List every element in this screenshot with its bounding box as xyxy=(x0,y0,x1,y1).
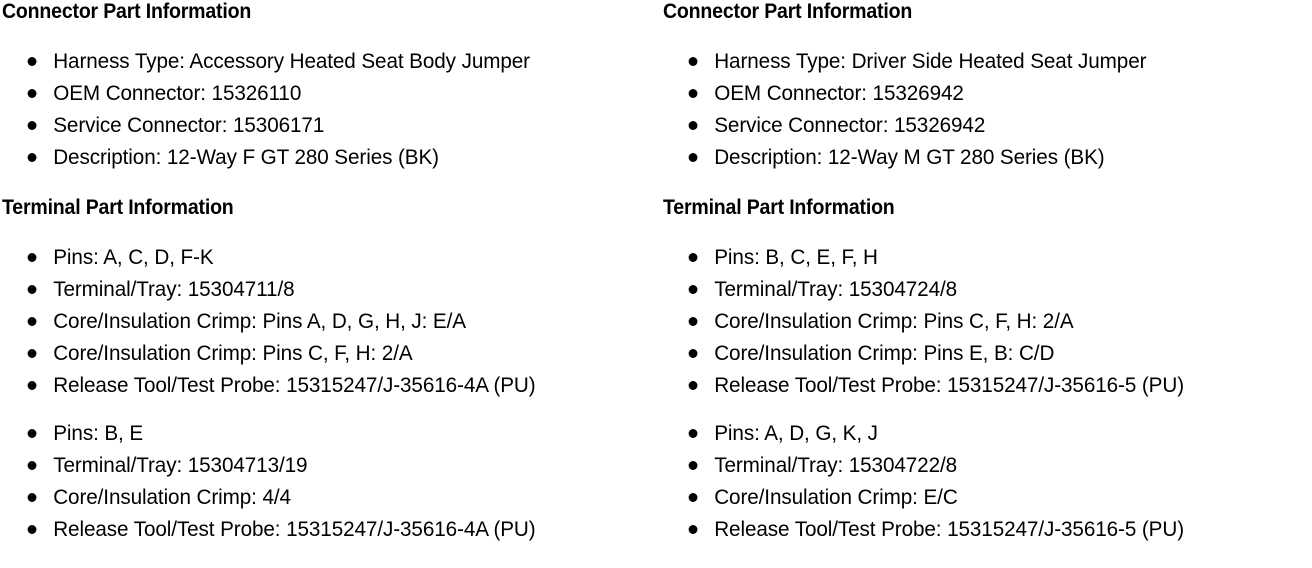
list-item: OEM Connector: 15326110 xyxy=(2,78,648,110)
bullet-icon xyxy=(688,89,698,98)
list-item: Terminal/Tray: 15304711/8 xyxy=(2,274,648,306)
list-item-label: Service Connector: 15306171 xyxy=(53,114,325,137)
list-item-label: Core/Insulation Crimp: 4/4 xyxy=(53,486,291,509)
list-item: Core/Insulation Crimp: 4/4 xyxy=(2,482,648,514)
list-item-label: Core/Insulation Crimp: Pins C, F, H: 2/A xyxy=(714,310,1074,333)
bullet-icon xyxy=(688,429,698,438)
list-item-label: Description: 12-Way M GT 280 Series (BK) xyxy=(714,146,1105,169)
list-item-label: Core/Insulation Crimp: Pins A, D, G, H, … xyxy=(53,310,466,333)
list-item-label: Description: 12-Way F GT 280 Series (BK) xyxy=(53,146,439,169)
terminal-info-list-left-group-2: Pins: B, E Terminal/Tray: 15304713/19 Co… xyxy=(2,418,658,546)
spacer xyxy=(2,220,658,242)
list-item: Core/Insulation Crimp: Pins C, F, H: 2/A xyxy=(2,338,648,370)
list-item: Release Tool/Test Probe: 15315247/J-3561… xyxy=(2,370,648,402)
spacer xyxy=(663,220,1308,242)
list-item-label: Harness Type: Accessory Heated Seat Body… xyxy=(53,50,530,73)
list-item-label: Release Tool/Test Probe: 15315247/J-3561… xyxy=(714,518,1185,541)
list-item: Harness Type: Accessory Heated Seat Body… xyxy=(2,46,648,78)
list-item: Harness Type: Driver Side Heated Seat Ju… xyxy=(663,46,1298,78)
bullet-icon xyxy=(27,461,37,470)
spacer xyxy=(663,174,1308,196)
list-item: Terminal/Tray: 15304713/19 xyxy=(2,450,648,482)
right-column: Connector Part Information Harness Type:… xyxy=(663,0,1308,568)
spacer xyxy=(2,24,658,46)
list-item-label: Service Connector: 15326942 xyxy=(714,114,986,137)
list-item-label: Release Tool/Test Probe: 15315247/J-3561… xyxy=(53,374,536,397)
spacer xyxy=(663,24,1308,46)
bullet-icon xyxy=(27,429,37,438)
list-item-label: Pins: B, C, E, F, H xyxy=(714,246,878,269)
bullet-icon xyxy=(27,525,37,534)
connector-part-information-heading-right: Connector Part Information xyxy=(663,0,913,23)
list-item: Description: 12-Way F GT 280 Series (BK) xyxy=(2,142,648,174)
bullet-icon xyxy=(27,381,37,390)
bullet-icon xyxy=(688,253,698,262)
list-item: Pins: B, C, E, F, H xyxy=(663,242,1298,274)
left-column: Connector Part Information Harness Type:… xyxy=(2,0,658,568)
list-item: Core/Insulation Crimp: Pins E, B: C/D xyxy=(663,338,1298,370)
connector-info-list-right: Harness Type: Driver Side Heated Seat Ju… xyxy=(663,46,1308,174)
bullet-icon xyxy=(27,493,37,502)
spacer xyxy=(663,402,1308,418)
list-item: Release Tool/Test Probe: 15315247/J-3561… xyxy=(2,514,648,546)
list-item-label: Terminal/Tray: 15304713/19 xyxy=(53,454,308,477)
list-item: Service Connector: 15326942 xyxy=(663,110,1298,142)
bullet-icon xyxy=(27,253,37,262)
list-item: OEM Connector: 15326942 xyxy=(663,78,1298,110)
terminal-info-list-right-group-2: Pins: A, D, G, K, J Terminal/Tray: 15304… xyxy=(663,418,1308,546)
bullet-icon xyxy=(27,121,37,130)
list-item-label: Terminal/Tray: 15304722/8 xyxy=(714,454,958,477)
list-item: Pins: A, D, G, K, J xyxy=(663,418,1298,450)
bullet-icon xyxy=(688,493,698,502)
list-item: Pins: B, E xyxy=(2,418,648,450)
terminal-part-information-heading-right: Terminal Part Information xyxy=(663,196,895,219)
list-item: Terminal/Tray: 15304724/8 xyxy=(663,274,1298,306)
list-item: Description: 12-Way M GT 280 Series (BK) xyxy=(663,142,1298,174)
bullet-icon xyxy=(688,57,698,66)
list-item-label: OEM Connector: 15326942 xyxy=(714,82,964,105)
bullet-icon xyxy=(688,153,698,162)
list-item: Core/Insulation Crimp: E/C xyxy=(663,482,1298,514)
connector-part-information-heading-left: Connector Part Information xyxy=(2,0,252,23)
spacer xyxy=(2,174,658,196)
list-item-label: Terminal/Tray: 15304711/8 xyxy=(53,278,295,301)
list-item: Release Tool/Test Probe: 15315247/J-3561… xyxy=(663,370,1298,402)
list-item: Core/Insulation Crimp: Pins A, D, G, H, … xyxy=(2,306,648,338)
list-item: Pins: A, C, D, F-K xyxy=(2,242,648,274)
bullet-icon xyxy=(688,381,698,390)
list-item-label: Pins: B, E xyxy=(53,422,144,445)
bullet-icon xyxy=(688,121,698,130)
list-item-label: Core/Insulation Crimp: Pins E, B: C/D xyxy=(714,342,1055,365)
list-item-label: OEM Connector: 15326110 xyxy=(53,82,302,105)
bullet-icon xyxy=(688,317,698,326)
spacer xyxy=(2,402,658,418)
list-item-label: Release Tool/Test Probe: 15315247/J-3561… xyxy=(53,518,536,541)
list-item-label: Release Tool/Test Probe: 15315247/J-3561… xyxy=(714,374,1185,397)
bullet-icon xyxy=(688,461,698,470)
list-item-label: Pins: A, C, D, F-K xyxy=(53,246,214,269)
list-item-label: Harness Type: Driver Side Heated Seat Ju… xyxy=(714,50,1147,73)
list-item: Terminal/Tray: 15304722/8 xyxy=(663,450,1298,482)
bullet-icon xyxy=(27,317,37,326)
list-item: Core/Insulation Crimp: Pins C, F, H: 2/A xyxy=(663,306,1298,338)
terminal-info-list-left-group-1: Pins: A, C, D, F-K Terminal/Tray: 153047… xyxy=(2,242,658,402)
terminal-info-list-right-group-1: Pins: B, C, E, F, H Terminal/Tray: 15304… xyxy=(663,242,1308,402)
bullet-icon xyxy=(688,285,698,294)
list-item-label: Pins: A, D, G, K, J xyxy=(714,422,878,445)
bullet-icon xyxy=(688,525,698,534)
bullet-icon xyxy=(27,153,37,162)
list-item-label: Terminal/Tray: 15304724/8 xyxy=(714,278,958,301)
bullet-icon xyxy=(27,285,37,294)
list-item-label: Core/Insulation Crimp: E/C xyxy=(714,486,958,509)
bullet-icon xyxy=(27,57,37,66)
bullet-icon xyxy=(688,349,698,358)
connector-info-list-left: Harness Type: Accessory Heated Seat Body… xyxy=(2,46,658,174)
terminal-part-information-heading-left: Terminal Part Information xyxy=(2,196,234,219)
bullet-icon xyxy=(27,89,37,98)
list-item: Service Connector: 15306171 xyxy=(2,110,648,142)
list-item: Release Tool/Test Probe: 15315247/J-3561… xyxy=(663,514,1298,546)
bullet-icon xyxy=(27,349,37,358)
list-item-label: Core/Insulation Crimp: Pins C, F, H: 2/A xyxy=(53,342,413,365)
